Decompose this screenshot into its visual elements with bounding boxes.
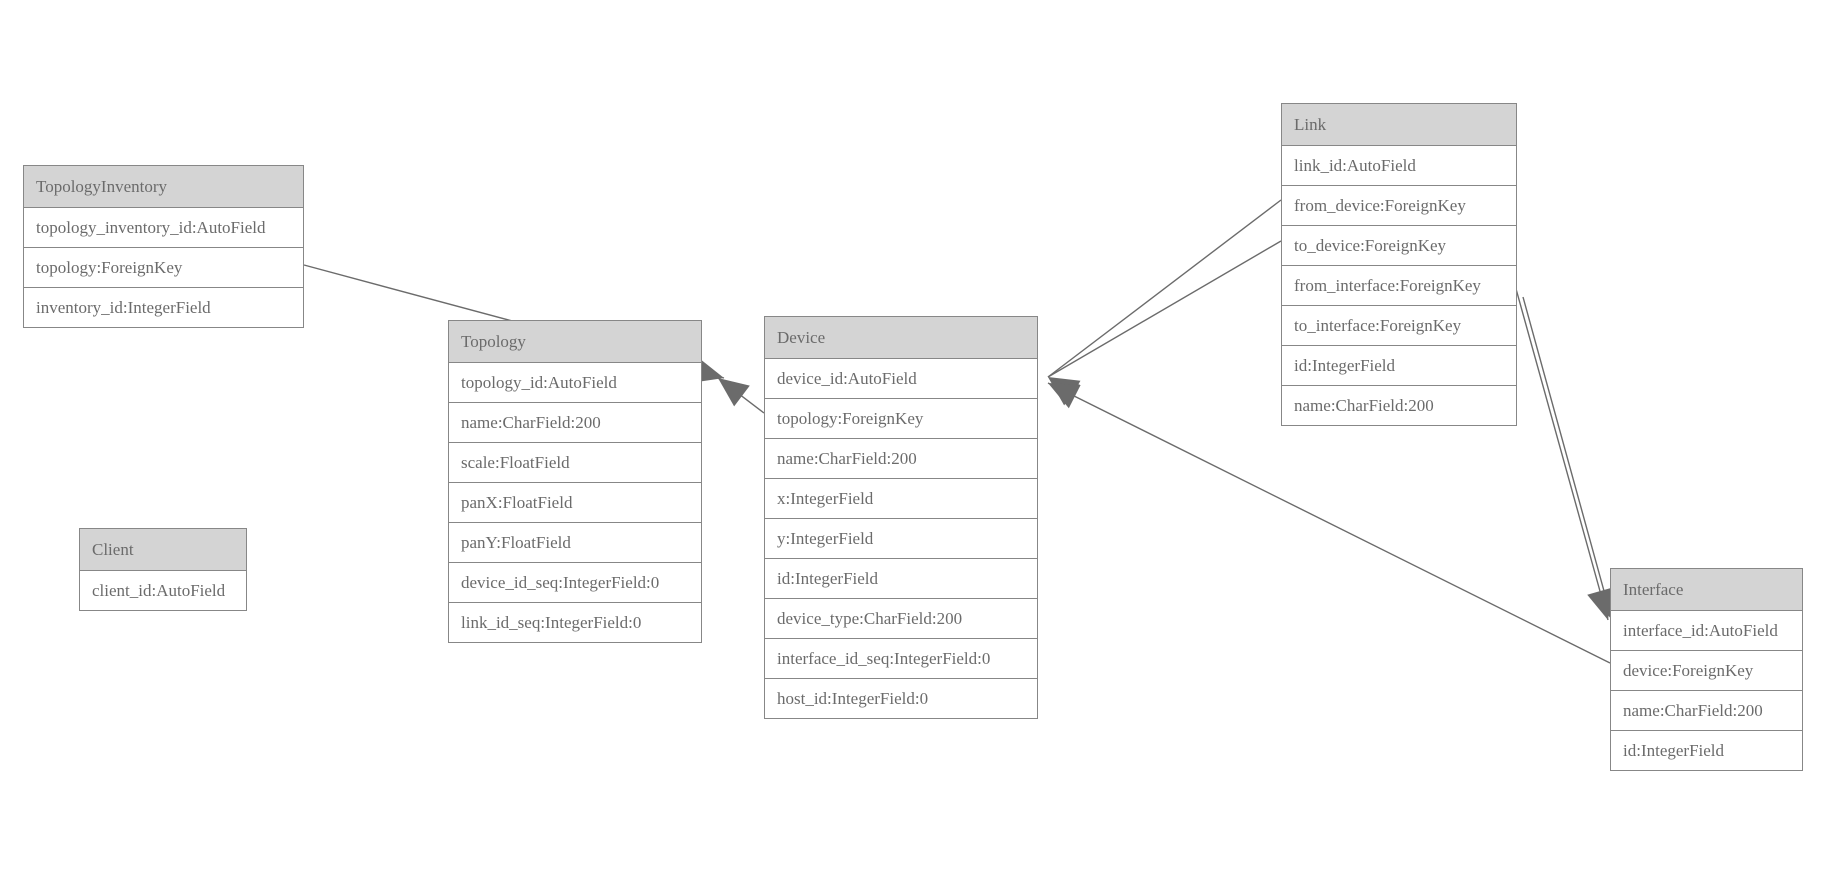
entity-field: panX:FloatField xyxy=(449,483,701,523)
entity-field: x:IntegerField xyxy=(765,479,1037,519)
relationship-link-from-device xyxy=(1047,199,1282,406)
entity-title-link: Link xyxy=(1282,104,1516,146)
entity-title-device: Device xyxy=(765,317,1037,359)
entity-field: topology_inventory_id:AutoField xyxy=(24,208,303,248)
relationship-link-from-interface xyxy=(1512,277,1613,621)
entity-field: name:CharField:200 xyxy=(449,403,701,443)
relationship-device-topology xyxy=(717,377,765,414)
entity-field: id:IntegerField xyxy=(765,559,1037,599)
entity-title-topology: Topology xyxy=(449,321,701,363)
entity-field: device_type:CharField:200 xyxy=(765,599,1037,639)
entity-field: topology:ForeignKey xyxy=(765,399,1037,439)
entity-field: client_id:AutoField xyxy=(80,571,246,610)
arrowhead xyxy=(1048,377,1080,406)
arrowhead xyxy=(1048,383,1081,409)
entity-field: topology:ForeignKey xyxy=(24,248,303,288)
arrowhead xyxy=(1048,377,1081,404)
entity-field: scale:FloatField xyxy=(449,443,701,483)
entity-field: to_interface:ForeignKey xyxy=(1282,306,1516,346)
entity-field: name:CharField:200 xyxy=(1282,386,1516,425)
entity-title-topologyinventory: TopologyInventory xyxy=(24,166,303,208)
entity-field: interface_id_seq:IntegerField:0 xyxy=(765,639,1037,679)
entity-field: device_id:AutoField xyxy=(765,359,1037,399)
entity-field: panY:FloatField xyxy=(449,523,701,563)
entity-field: name:CharField:200 xyxy=(1611,691,1802,731)
entity-field: link_id:AutoField xyxy=(1282,146,1516,186)
arrowhead xyxy=(718,378,750,407)
entity-title-client: Client xyxy=(80,529,246,571)
entity-field: link_id_seq:IntegerField:0 xyxy=(449,603,701,642)
entity-field: device_id_seq:IntegerField:0 xyxy=(449,563,701,603)
entity-field: y:IntegerField xyxy=(765,519,1037,559)
entity-field: device:ForeignKey xyxy=(1611,651,1802,691)
entity-field: from_interface:ForeignKey xyxy=(1282,266,1516,306)
entity-field: topology_id:AutoField xyxy=(449,363,701,403)
entity-field: host_id:IntegerField:0 xyxy=(765,679,1037,718)
entity-field: from_device:ForeignKey xyxy=(1282,186,1516,226)
entity-title-interface: Interface xyxy=(1611,569,1802,611)
relationship-link-to-device xyxy=(1047,240,1282,404)
entity-field: id:IntegerField xyxy=(1282,346,1516,386)
entity-field: interface_id:AutoField xyxy=(1611,611,1802,651)
entity-field: id:IntegerField xyxy=(1611,731,1802,770)
entity-field: inventory_id:IntegerField xyxy=(24,288,303,327)
entity-field: name:CharField:200 xyxy=(765,439,1037,479)
entity-field: to_device:ForeignKey xyxy=(1282,226,1516,266)
